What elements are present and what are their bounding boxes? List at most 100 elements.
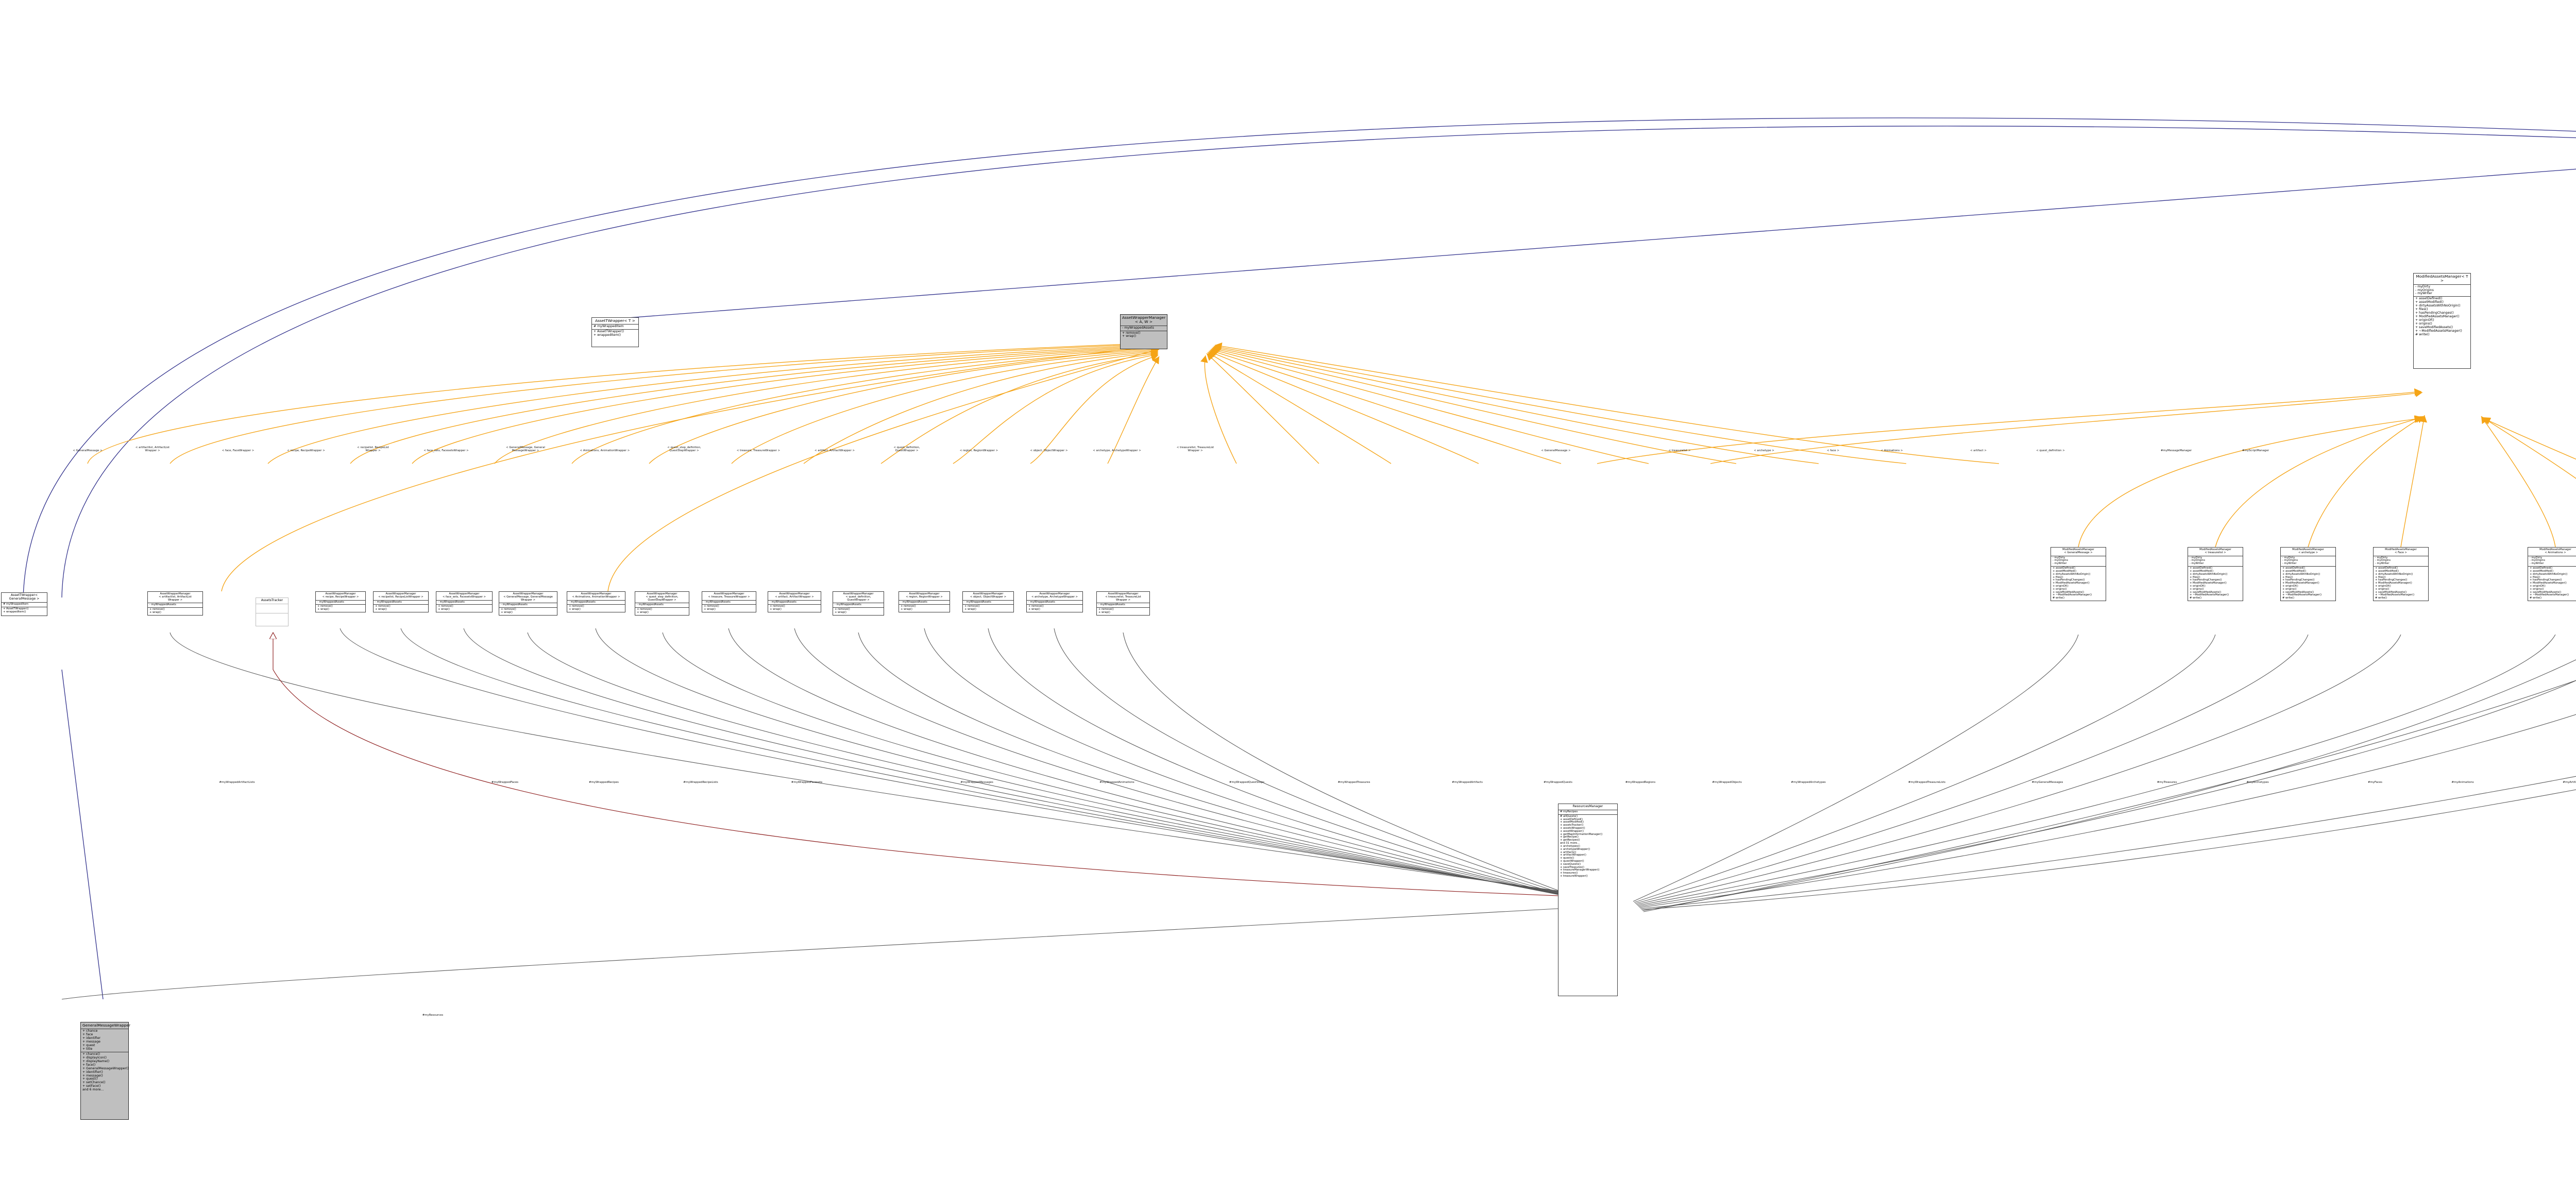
- class-title-text: AssetWrapperManager: [581, 592, 612, 595]
- class-member: + title: [82, 1047, 93, 1051]
- template-param-label: < treasurelist, TreasureList Wrapper >: [1176, 446, 1214, 452]
- class-member: + assetsWrapper(): [1560, 827, 1585, 830]
- class-member: + assetModified(): [2530, 569, 2553, 573]
- class-member: + origins(): [2190, 587, 2204, 591]
- class-node-modified-assets-manager-spec[interactable]: ModifiedAssetsManager< treasurelist >- m…: [2188, 547, 2243, 601]
- class-member: + saveModifiedAssets(): [2530, 590, 2562, 594]
- class-member: + assetModified(): [2282, 569, 2306, 573]
- class-title: AssetWrapperManager< treasure, TreasureW…: [702, 592, 756, 601]
- class-node-general-message-wrapper[interactable]: GeneralMessageWrapper + chance+ face+ id…: [80, 1022, 130, 1120]
- class-node-asset-wrapper-manager-spec[interactable]: AssetWrapperManager< archetype, Archetyp…: [1026, 591, 1083, 613]
- class-member: + remove(): [149, 608, 165, 611]
- class-member: + wrap(): [637, 611, 649, 614]
- class-member: + hasPendingChanges(): [2530, 578, 2562, 582]
- class-member: + assetModified(): [2190, 569, 2213, 573]
- class-node-asset-wrapper-manager-spec[interactable]: AssetWrapperManager< treasurelist, Treas…: [1096, 591, 1150, 616]
- class-title: AssetWrapperManager < A, W >: [1121, 315, 1167, 326]
- class-node-asset-wrapper-manager-spec[interactable]: AssetWrapperManager< object, ObjectWrapp…: [962, 591, 1014, 613]
- class-node-asset-wrapper-manager-spec[interactable]: AssetWrapperManager< artifactlist, Artif…: [147, 591, 203, 616]
- class-member: - myOrigins: [2190, 559, 2206, 562]
- class-title-text: AssetWrapperManager: [325, 592, 356, 595]
- edge-role-label: #myWrappedArtifacts: [1452, 781, 1483, 784]
- class-node-asset-wrapper-manager-spec[interactable]: AssetWrapperManager< face_sets, Facesets…: [436, 591, 493, 613]
- class-member: + saveModifiedAssets(): [2190, 590, 2222, 594]
- class-node-asset-wrapper-manager-spec[interactable]: AssetWrapperManager< recipe, RecipeWrapp…: [315, 591, 366, 613]
- class-title: AssetTWrapper< GeneralMessage >: [2, 593, 47, 603]
- class-member: + files(): [2530, 575, 2540, 579]
- class-title-params: < face_sets, FacesetsWrapper >: [442, 595, 486, 599]
- class-member: + saveTreasures(): [1560, 865, 1584, 869]
- edge-role-label: #myWrappedFacesets: [791, 781, 823, 784]
- class-member: + ~ModifiedAssetsManager(): [2053, 593, 2092, 597]
- class-operations: + remove()+ wrap(): [316, 605, 365, 612]
- class-title: ModifiedAssetsManager< T >: [2414, 274, 2470, 285]
- class-member: + saveModifiedAssets(): [2282, 590, 2314, 594]
- class-node-modified-assets-manager-spec[interactable]: ModifiedAssetsManager< GeneralMessage >-…: [2050, 547, 2106, 601]
- class-member: + wrap(): [569, 608, 581, 611]
- edge-role-label: #myAnimations: [2451, 781, 2474, 784]
- class-member: + remove(): [375, 605, 391, 608]
- class-member: + wrap(): [901, 608, 912, 611]
- edge-role-label: #myWrappedArchetypes: [1791, 781, 1826, 784]
- class-member: + wrap(): [317, 608, 329, 611]
- template-param-label: < quest_definition >: [2036, 449, 2065, 452]
- template-param-label: < quest_definition, QuestWrapper >: [893, 446, 920, 452]
- class-member: - myOrigins: [2530, 559, 2546, 562]
- class-attributes: # myWrappedItem: [592, 325, 638, 330]
- class-member: + questWrapper(): [1560, 859, 1584, 863]
- class-node-asset-wrapper-manager-spec[interactable]: AssetWrapperManager< quest_step_definiti…: [635, 591, 689, 616]
- class-title: ModifiedAssetsManager< Face >: [2374, 548, 2428, 556]
- class-title: AssetWrapperManager< recipe, RecipeWrapp…: [316, 592, 365, 601]
- template-param-label: < face, FaceWrapper >: [222, 449, 255, 452]
- class-member: + hasPendingChanges(): [2190, 578, 2222, 582]
- class-node-asset-wrapper-manager-spec[interactable]: AssetWrapperManager< GeneralMessage, Gen…: [499, 591, 557, 616]
- class-member: + origins(): [2375, 587, 2389, 591]
- class-member: + assetModified(): [2053, 569, 2076, 573]
- class-title-params: < object, ObjectWrapper >: [970, 595, 1007, 599]
- class-node-asset-wrapper-manager[interactable]: AssetWrapperManager < A, W > - myWrapped…: [1120, 314, 1167, 349]
- template-param-label: < artifact >: [1970, 449, 1987, 452]
- class-node-asset-t-wrapper[interactable]: AssetTWrapper< T > # myWrappedItem + Ass…: [591, 317, 639, 347]
- class-operations: + assetDefined()+ assetModified()+ dirty…: [2374, 567, 2428, 601]
- class-node-asset-wrapper-manager-spec[interactable]: AssetWrapperManager< recipelist, RecipeL…: [373, 591, 429, 613]
- class-node-modified-assets-manager[interactable]: ModifiedAssetsManager< T > - myDirty- my…: [2413, 273, 2471, 369]
- class-member: - myWriter: [2375, 562, 2389, 566]
- class-member: + assetDefined(): [2530, 567, 2553, 570]
- class-node-asset-wrapper-manager-spec[interactable]: AssetWrapperManager< quest_definition,Qu…: [833, 591, 884, 616]
- class-operations: + assetDefined()+ assetModified()+ dirty…: [2188, 567, 2243, 601]
- class-member: - myDirty: [2190, 556, 2202, 559]
- class-attributes: [256, 604, 288, 613]
- class-node-asset-t-wrapper-general-message[interactable]: AssetTWrapper< GeneralMessage > # myWrap…: [1, 592, 47, 616]
- template-param-label: < object, ObjectWrapper >: [1030, 449, 1068, 452]
- class-attributes: - myDirty- myOrigins- myWriter: [2281, 556, 2335, 567]
- class-node-asset-wrapper-manager-spec[interactable]: AssetWrapperManager< region, RegionWrapp…: [899, 591, 950, 613]
- class-member: - myWrappedAssets: [770, 600, 796, 604]
- class-node-modified-assets-manager-spec[interactable]: ModifiedAssetsManager< Face >- myDirty- …: [2373, 547, 2429, 601]
- class-node-modified-assets-manager-spec[interactable]: ModifiedAssetsManager< archetype >- myDi…: [2280, 547, 2336, 601]
- class-member: - myWrappedAssets: [149, 603, 176, 607]
- class-member: + ModifiedAssetsManager(): [2282, 582, 2319, 585]
- class-member: - myWriter: [2190, 562, 2204, 566]
- class-node-assets-tracker[interactable]: AssetsTracker: [256, 597, 289, 626]
- class-member: + hasPendingChanges(): [2415, 311, 2454, 315]
- class-member: + originOf(): [2530, 584, 2546, 588]
- class-member: + identifier(): [82, 1070, 103, 1074]
- class-title-text: ModifiedAssetsManager: [2539, 548, 2571, 551]
- class-operations: + remove()+ wrap(): [963, 605, 1013, 612]
- class-title-text: AssetWrapperManager: [973, 592, 1004, 595]
- edge-role-label: #myArtifacts: [2563, 781, 2576, 784]
- class-member: + getMapInformationManager(): [1560, 832, 1603, 836]
- class-operations: + remove()+ wrap(): [1097, 608, 1149, 615]
- class-member: + ~ModifiedAssetsManager(): [2190, 593, 2229, 597]
- class-member: + assetDefined(): [1560, 817, 1583, 821]
- class-member: - myDirty: [2282, 556, 2295, 559]
- class-node-resources-manager[interactable]: ResourcesManager # myRecipes # allQuests…: [1558, 804, 1618, 996]
- class-member: - myOrigins: [2415, 288, 2434, 292]
- class-title: AssetWrapperManager< archetype, Archetyp…: [1027, 592, 1082, 601]
- class-node-asset-wrapper-manager-spec[interactable]: AssetWrapperManager< treasure, TreasureW…: [702, 591, 756, 613]
- class-node-asset-wrapper-manager-spec[interactable]: AssetWrapperManager< artifact, ArtifactW…: [768, 591, 821, 613]
- class-title-text: ModifiedAssetsManager: [2199, 548, 2231, 551]
- class-node-asset-wrapper-manager-spec[interactable]: AssetWrapperManager< Animations, Animati…: [567, 591, 625, 613]
- class-node-modified-assets-manager-spec[interactable]: ModifiedAssetsManager< Animations >- myD…: [2528, 547, 2576, 601]
